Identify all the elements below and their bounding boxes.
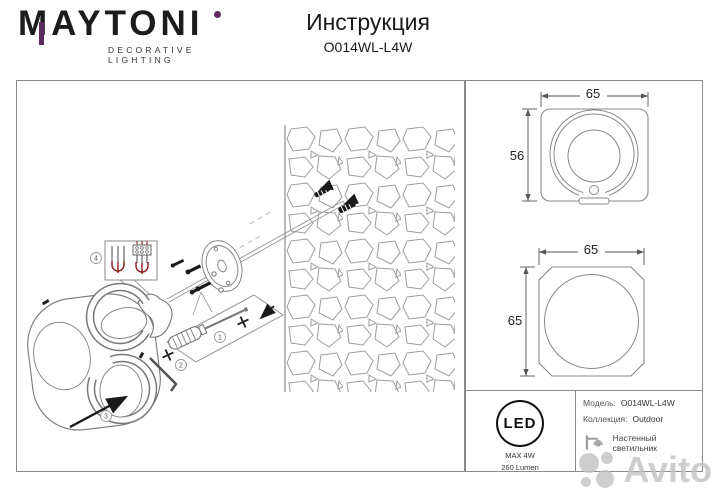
dimension-drawings: 65 56 65 65	[504, 86, 649, 377]
connector-left	[111, 261, 125, 273]
wall-anchor-lower	[338, 193, 359, 214]
stone-wall-texture	[285, 125, 455, 392]
back-height-label: 65	[508, 313, 522, 328]
model-code: O014WL-L4W	[323, 39, 413, 55]
brand-purple-dot-icon	[214, 11, 221, 18]
wall-anchor-upper	[314, 179, 334, 198]
brand-purple-accent	[39, 22, 44, 45]
step-marker-4: 4	[90, 252, 102, 264]
lumen-value: 260 Lumen	[501, 463, 539, 472]
brand-name: MAYTONI	[18, 4, 204, 43]
brand-logo: MAYTONI DECORATIVE LIGHTING	[18, 6, 248, 65]
model-label: Модель:	[583, 398, 616, 408]
anchor-direction-arrow	[318, 179, 334, 191]
collection-label: Коллекция:	[583, 414, 628, 424]
step-marker-2: 2	[175, 359, 187, 371]
anchor-direction-arrow	[343, 193, 359, 205]
brand-tagline: DECORATIVE LIGHTING	[108, 45, 195, 65]
step-marker-1: 1	[214, 331, 226, 343]
back-view: 65 65	[504, 242, 645, 377]
led-label: LED	[503, 415, 537, 432]
screw-icon	[237, 316, 249, 328]
wall-lamp-icon	[585, 435, 603, 450]
spec-panel: LED MAX 4W 260 Lumen Модель: O014WL-L4W К…	[465, 390, 702, 472]
page-title: Инструкция	[306, 9, 430, 35]
back-width-label: 65	[584, 242, 598, 257]
step-marker-3: 3	[100, 410, 112, 422]
model-value: O014WL-L4W	[620, 398, 675, 408]
wires-left	[111, 246, 125, 262]
document-header: Инструкция O014WL-L4W	[268, 9, 468, 55]
svg-text:2: 2	[179, 363, 183, 370]
front-view: 65 56	[506, 86, 649, 205]
terminal-block	[132, 241, 152, 263]
tool-plane: 1	[166, 294, 284, 363]
connector-right	[135, 262, 149, 274]
front-width-label: 65	[586, 86, 600, 101]
wall-pointer-arrow	[259, 303, 276, 320]
loose-screw	[189, 284, 213, 316]
front-height-label: 56	[510, 148, 524, 163]
instruction-sheet-frame: 4 2	[16, 80, 703, 472]
lamp-side-glass	[33, 321, 91, 391]
installation-diagram: 4 2	[27, 125, 455, 431]
collection-value: Outdoor	[632, 414, 664, 424]
lamp-bracket-horn	[137, 293, 173, 338]
column-divider	[464, 81, 466, 471]
hex-key	[149, 357, 178, 392]
screwdriver	[168, 306, 249, 350]
spec-info-cell: Модель: O014WL-L4W Коллекция: Outdoor Наст…	[576, 391, 702, 472]
screw-icon	[162, 349, 174, 361]
install-direction-arrow	[69, 395, 129, 429]
max-power: MAX 4W	[505, 451, 535, 460]
fixture-type: Настенный светильник	[612, 433, 657, 453]
svg-text:3: 3	[104, 414, 108, 421]
svg-text:4: 4	[94, 256, 98, 263]
stone-wall	[284, 125, 455, 392]
hidden-guide-lines	[231, 211, 271, 253]
led-badge-cell: LED MAX 4W 260 Lumen	[465, 391, 576, 472]
led-badge: LED	[496, 400, 544, 447]
svg-text:1: 1	[218, 335, 222, 342]
